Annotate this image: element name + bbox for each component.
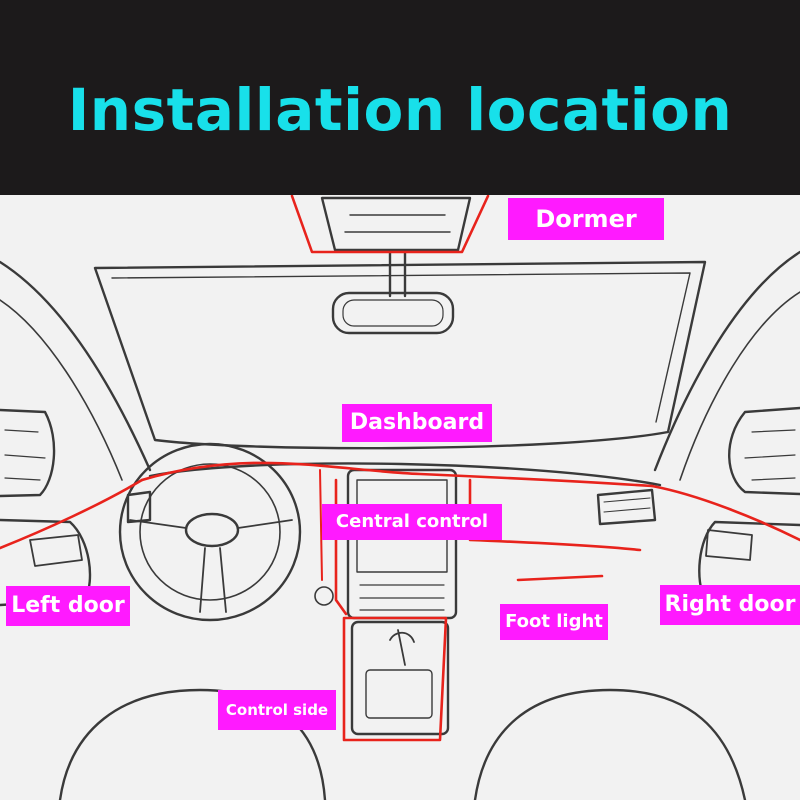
left-side-mirror — [0, 408, 56, 498]
right-side-mirror — [728, 406, 800, 496]
right-a-pillar-inner — [679, 291, 800, 481]
right-seat — [473, 688, 747, 800]
label-foot-light: Foot light — [500, 604, 608, 640]
strip-dormer — [290, 195, 490, 254]
car-interior-sketch — [0, 195, 800, 800]
label-right-door: Right door — [660, 585, 800, 625]
dashboard-top — [148, 462, 662, 487]
title-banner: Installation location — [0, 0, 800, 195]
overhead-console — [320, 196, 472, 252]
strip-central-control — [334, 478, 348, 616]
label-control-side: Control side — [218, 690, 336, 730]
strip-left-door — [0, 478, 144, 550]
label-dormer: Dormer — [508, 198, 664, 240]
left-vent — [126, 490, 152, 524]
strip-left-lower — [319, 469, 323, 581]
gear-lever — [389, 629, 415, 666]
page-title: Installation location — [67, 76, 733, 144]
mirror-stem — [388, 250, 407, 298]
left-a-pillar — [0, 260, 152, 472]
steering-wheel — [118, 442, 302, 622]
strip-central-control-right — [468, 478, 642, 552]
windshield-frame — [93, 260, 707, 450]
wheel-hub — [184, 512, 240, 548]
left-a-pillar-inner — [0, 299, 123, 481]
right-door-handle — [705, 529, 753, 561]
strip-control-side — [342, 616, 448, 742]
strip-dashboard — [140, 461, 654, 488]
left-seat — [58, 688, 327, 800]
rearview-mirror — [331, 291, 455, 335]
label-dashboard: Dashboard — [342, 404, 492, 442]
center-screen — [346, 468, 458, 620]
strip-right-door — [650, 484, 800, 542]
right-vent — [596, 488, 657, 526]
label-left-door: Left door — [6, 586, 130, 626]
left-door-handle — [29, 534, 83, 567]
center-console — [350, 620, 450, 736]
windshield-inner — [111, 272, 691, 423]
right-a-pillar — [653, 250, 800, 472]
strip-foot-light — [516, 574, 604, 582]
label-central-control: Central control — [322, 504, 502, 540]
